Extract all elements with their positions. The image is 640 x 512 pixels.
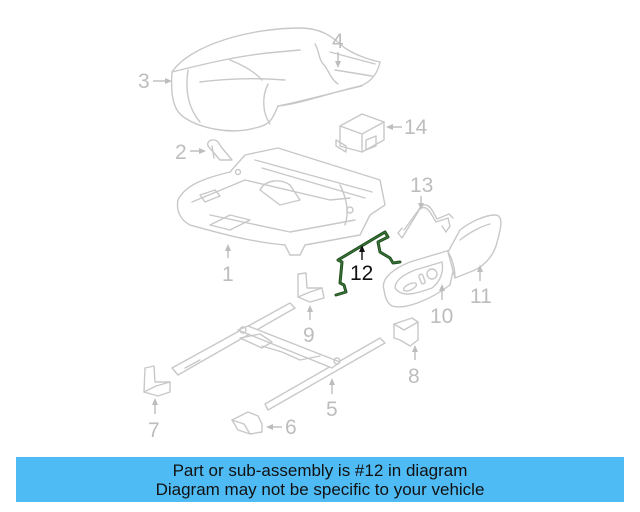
track-cover-front-part[interactable] [231,411,263,435]
callout-14-label: 14 [404,116,428,139]
callout-8-label: 8 [408,365,420,388]
callout-13-label: 13 [410,174,433,197]
callout-13[interactable]: 13 [410,174,433,210]
switch-bezel-part[interactable] [382,249,456,308]
control-module-part[interactable] [335,113,385,153]
callout-1-label: 1 [222,263,234,286]
callout-12-label: 12 [350,262,373,285]
callout-7-label: 7 [148,419,160,442]
banner-disclaimer-text: Diagram may not be specific to your vehi… [155,479,485,499]
callout-4[interactable]: 4 [332,30,344,68]
callout-14[interactable]: 14 [386,116,428,139]
callout-9-label: 9 [303,324,315,347]
seat-frame-part[interactable] [176,147,386,256]
info-banner: Part or sub-assembly is #12 in diagram D… [16,457,624,502]
callout-2[interactable]: 2 [175,141,206,164]
callout-11-label: 11 [470,285,492,308]
callout-1[interactable]: 1 [222,244,234,286]
banner-part-text: Part or sub-assembly is #12 in diagram [172,460,468,480]
callout-5[interactable]: 5 [326,378,338,421]
callout-6-label: 6 [285,416,297,439]
callout-11[interactable]: 11 [470,265,492,308]
callout-10-label: 10 [430,305,453,328]
track-cover-right-part[interactable] [393,317,419,347]
callout-3[interactable]: 3 [138,70,172,93]
wire-rod-part-highlighted[interactable] [334,230,402,297]
side-shield-part[interactable] [447,214,502,279]
callout-5-label: 5 [326,398,338,421]
callout-7[interactable]: 7 [148,398,160,442]
callout-8[interactable]: 8 [408,345,420,388]
callout-3-label: 3 [138,70,150,93]
callout-9[interactable]: 9 [303,305,315,347]
seat-cushion-part[interactable] [170,27,381,132]
callout-10[interactable]: 10 [430,284,453,328]
callout-4-label: 4 [332,30,344,53]
clip-part[interactable] [206,139,233,161]
parts-diagram: 3 4 2 14 [138,27,502,442]
seat-track-part[interactable] [171,302,386,411]
callout-2-label: 2 [175,141,187,164]
track-cover-rear-part[interactable] [297,272,325,303]
callout-6[interactable]: 6 [266,416,297,439]
callout-12[interactable]: 12 [350,245,373,285]
track-cover-left-part[interactable] [143,365,171,397]
spring-wire-part[interactable] [397,204,454,239]
